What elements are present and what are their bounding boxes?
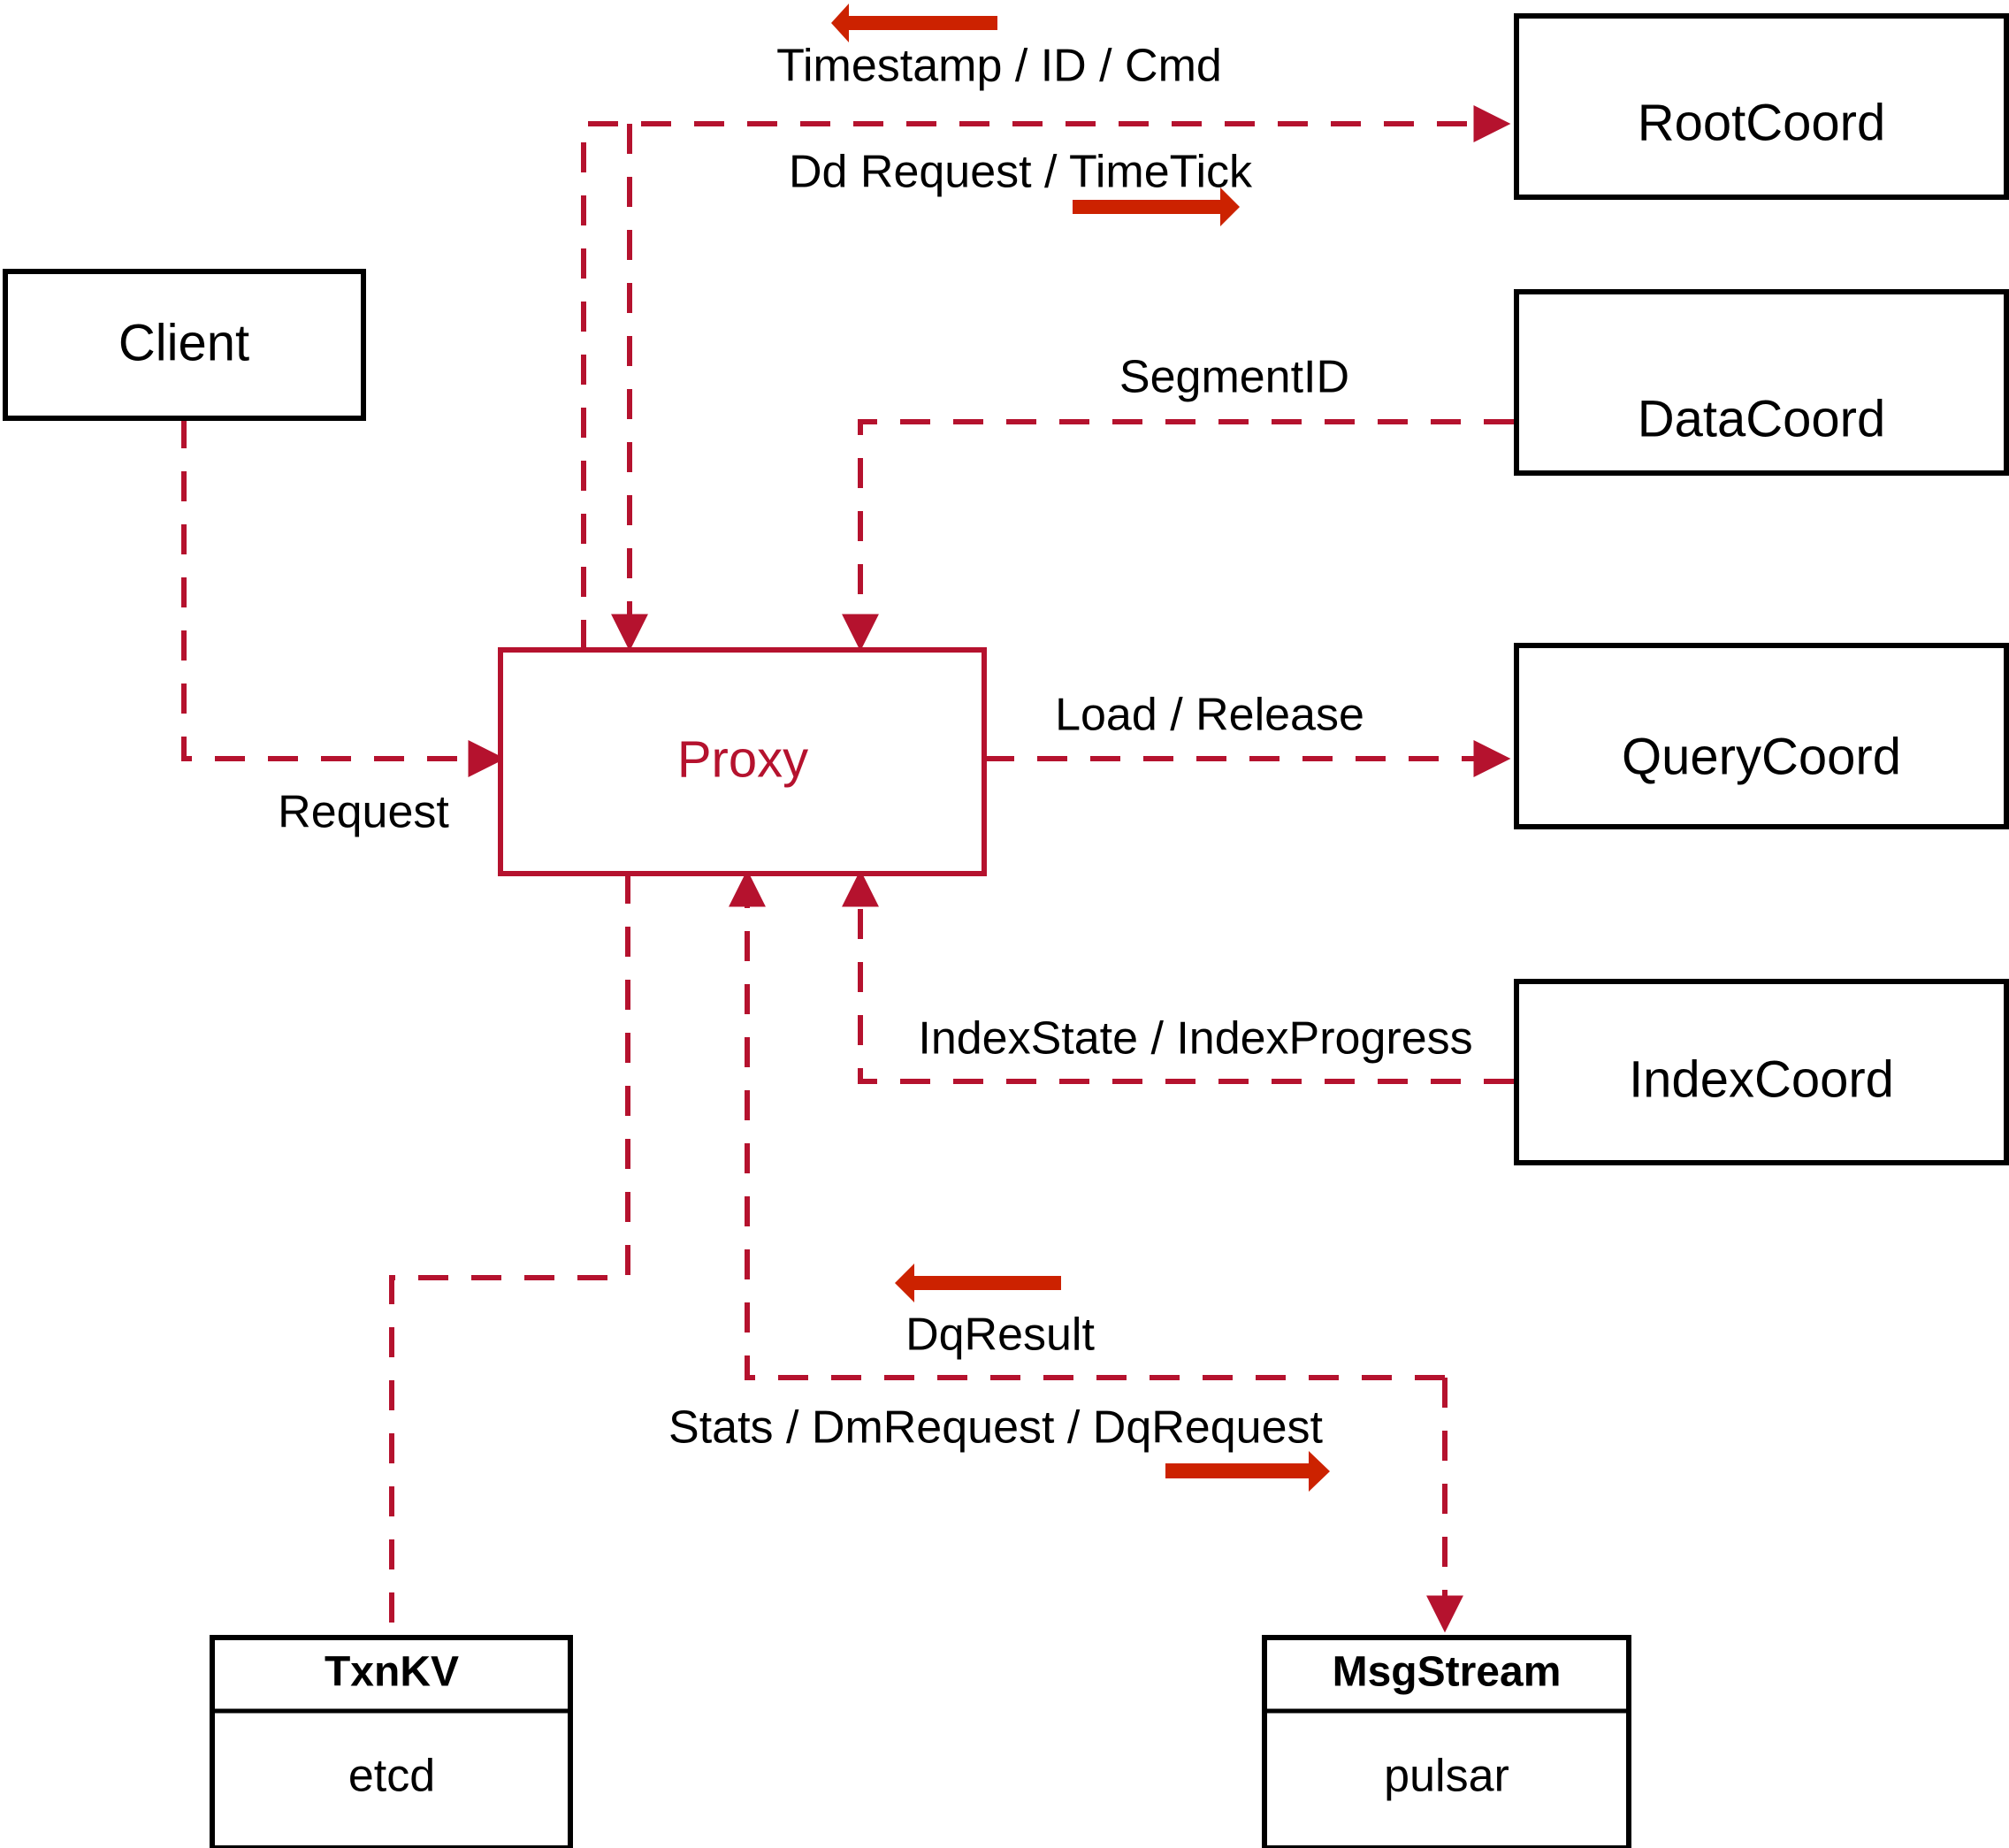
node-datacoord-label: DataCoord <box>1638 390 1885 447</box>
edge-label-proxy-to-querycoord: Load / Release <box>1055 690 1364 741</box>
edge-label-indexcoord-to-proxy: IndexState / IndexProgress <box>918 1013 1472 1065</box>
edge-msgstream-to-proxy <box>729 869 1445 1380</box>
edge-label-client-to-proxy: Request <box>278 787 449 838</box>
node-txnkv-title: TxnKV <box>325 1649 459 1696</box>
node-msgstream-impl: pulsar <box>1384 1751 1509 1802</box>
node-client[interactable]: Client <box>3 269 366 421</box>
edge-label-datacoord-to-proxy: SegmentID <box>1119 352 1349 403</box>
edge-label-proxy-to-rootcoord: Dd Request / TimeTick <box>789 147 1253 198</box>
direction-arrow-proxy-to-rootcoord-icon <box>1073 187 1240 226</box>
node-msgstream[interactable]: MsgStream pulsar <box>1262 1635 1631 1848</box>
node-txnkv-impl: etcd <box>348 1751 435 1802</box>
direction-arrow-msgstream-to-proxy-icon <box>895 1264 1061 1302</box>
node-datacoord[interactable]: DataCoord <box>1514 289 2009 476</box>
edge-datacoord-to-proxy <box>842 419 1514 652</box>
edge-client-to-proxy <box>181 418 506 777</box>
node-querycoord-label: QueryCoord <box>1622 728 1901 785</box>
node-proxy[interactable]: Proxy <box>498 647 987 876</box>
node-querycoord[interactable]: QueryCoord <box>1514 643 2009 829</box>
edge-proxy-to-txnkv <box>389 874 630 1638</box>
node-proxy-label: Proxy <box>677 730 808 788</box>
node-txnkv[interactable]: TxnKV etcd <box>210 1635 573 1848</box>
edge-label-proxy-to-msgstream: Stats / DmRequest / DqRequest <box>668 1402 1323 1454</box>
edge-indexcoord-to-proxy <box>842 869 1514 1084</box>
node-rootcoord[interactable]: RootCoord <box>1514 13 2009 200</box>
node-indexcoord-label: IndexCoord <box>1629 1050 1894 1108</box>
node-indexcoord[interactable]: IndexCoord <box>1514 979 2009 1165</box>
direction-arrow-proxy-to-msgstream-icon <box>1165 1451 1330 1492</box>
direction-arrow-rootcoord-to-proxy-icon <box>831 4 997 42</box>
node-msgstream-title: MsgStream <box>1333 1649 1562 1696</box>
node-rootcoord-label: RootCoord <box>1638 94 1885 151</box>
edge-label-rootcoord-to-proxy: Timestamp / ID / Cmd <box>776 41 1222 92</box>
edge-label-msgstream-to-proxy: DqResult <box>905 1310 1095 1361</box>
edge-proxy-to-rootcoord <box>581 105 1511 650</box>
node-client-label: Client <box>118 314 249 371</box>
